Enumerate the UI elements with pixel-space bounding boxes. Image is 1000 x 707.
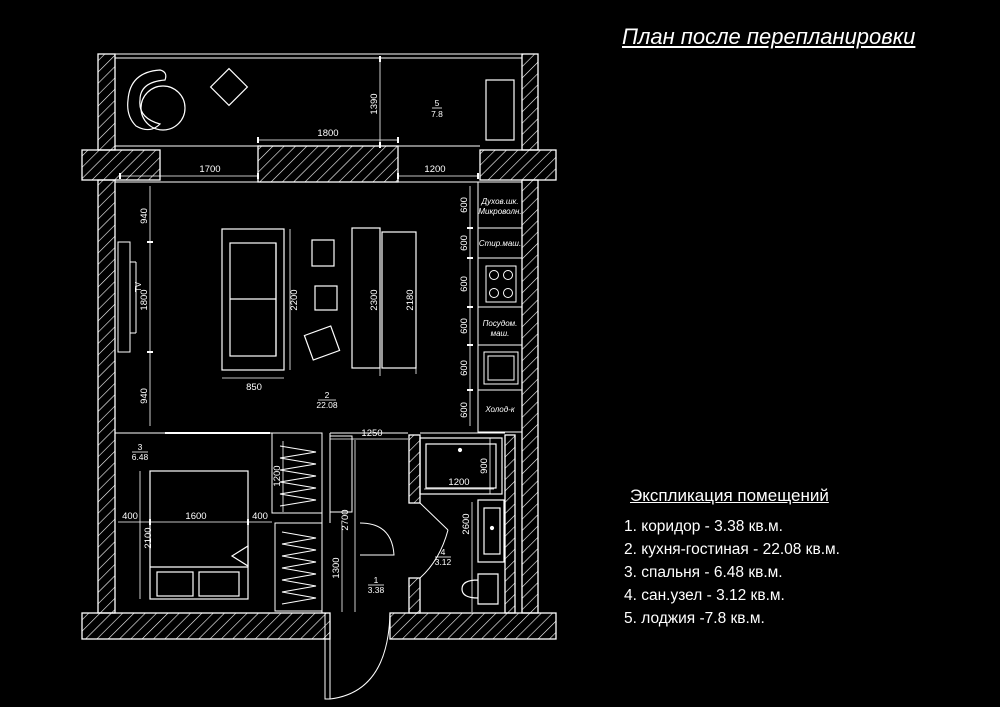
entrance-door [324, 612, 391, 700]
dim-2200: 2200 [289, 289, 300, 310]
room-2-num: 2 [325, 390, 330, 400]
room-labels: 5 7.8 2 22.08 3 6.48 4 3.12 1 3.38 [132, 98, 452, 595]
wardrobe-hangers [279, 445, 317, 605]
dim-1390: 1390 [369, 93, 380, 114]
pouf-2 [314, 285, 338, 311]
dim-900: 900 [479, 458, 490, 474]
armchair [303, 325, 341, 361]
legend-item-4: 4. сан.узел - 3.12 кв.м. [624, 587, 785, 604]
room-2-area: 22.08 [316, 400, 338, 410]
room-3-num: 3 [138, 442, 143, 452]
dim-600-2: 600 [459, 235, 470, 251]
dim-600-3: 600 [459, 276, 470, 292]
plan-title: План после перепланировки [622, 24, 916, 49]
legend-item-5: 5. лоджия -7.8 кв.м. [624, 610, 765, 627]
dim-1200-bath: 1200 [448, 477, 469, 488]
pouf-1 [311, 239, 335, 267]
dim-400-right: 400 [252, 511, 268, 522]
dim-1800-tv: 1800 [139, 289, 150, 310]
dim-940-bottom: 940 [139, 388, 150, 404]
walls [81, 53, 557, 640]
room-1-num: 1 [374, 575, 379, 585]
dim-1700: 1700 [199, 164, 220, 175]
dim-600-6: 600 [459, 402, 470, 418]
dim-940-top: 940 [139, 208, 150, 224]
dim-850: 850 [246, 382, 262, 393]
room-5-num: 5 [435, 98, 440, 108]
label-oven: Духов.шк. [480, 197, 518, 206]
dim-400-left: 400 [122, 511, 138, 522]
dim-600-5: 600 [459, 360, 470, 376]
dim-2180: 2180 [405, 289, 416, 310]
legend-item-2: 2. кухня-гостиная - 22.08 кв.м. [624, 541, 840, 558]
dim-1600: 1600 [185, 511, 206, 522]
washbasin [477, 499, 505, 563]
room-4-num: 4 [441, 547, 446, 557]
tv-unit [117, 241, 137, 353]
dimension-ticks [119, 56, 479, 525]
dim-600-4: 600 [459, 318, 470, 334]
corridor-door [359, 522, 395, 556]
legend-item-1: 1. коридор - 3.38 кв.м. [624, 518, 783, 535]
room-5-area: 7.8 [431, 109, 443, 119]
bed [149, 470, 249, 600]
room-legend: Экспликация помещений 1. коридор - 3.38 … [624, 486, 840, 630]
dim-2300: 2300 [369, 289, 380, 310]
label-dishwasher-2: маш. [491, 329, 510, 338]
equipment-labels: TV Духов.шк. Микроволн. Стир.маш. Посудо… [134, 197, 522, 414]
dim-1250: 1250 [361, 428, 382, 439]
dim-1200-wardrobe: 1200 [272, 465, 283, 486]
sofa [221, 228, 285, 371]
room-1-area: 3.38 [368, 585, 385, 595]
label-microwave: Микроволн. [478, 207, 521, 216]
dim-2100: 2100 [143, 527, 154, 548]
dim-1800-window: 1800 [317, 128, 338, 139]
dim-2700: 2700 [340, 509, 351, 530]
dimension-texts: 1390 1800 1700 1200 940 1800 940 2200 23… [122, 93, 490, 578]
label-tv: TV [134, 281, 143, 292]
legend-item-3: 3. спальня - 6.48 кв.м. [624, 564, 783, 581]
loggia-stool [209, 67, 249, 107]
legend-heading: Экспликация помещений [630, 486, 829, 505]
toilet [461, 573, 499, 605]
dim-600-1: 600 [459, 197, 470, 213]
loggia-chair [127, 69, 186, 131]
kitchen-units [477, 181, 523, 433]
dim-1200-top: 1200 [424, 164, 445, 175]
room-3-area: 6.48 [132, 452, 149, 462]
label-fridge: Холод-к [484, 405, 515, 414]
interior-lines [115, 181, 522, 613]
dim-1300: 1300 [331, 557, 342, 578]
dim-2600: 2600 [461, 513, 472, 534]
room-4-area: 3.12 [435, 557, 452, 567]
loggia-outline [98, 53, 538, 147]
bathtub [419, 437, 503, 495]
label-dishwasher-1: Посудом. [483, 319, 518, 328]
loggia-cabinet [485, 79, 515, 141]
label-washer: Стир.маш. [479, 239, 521, 248]
